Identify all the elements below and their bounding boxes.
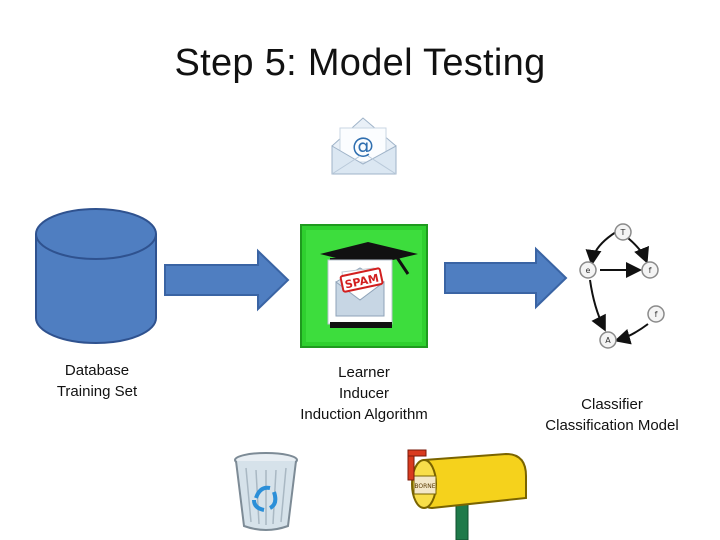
learner-icon: SPAM [300, 224, 428, 348]
graph-node-label: f [649, 266, 652, 275]
database-icon [35, 208, 157, 344]
classifier-graph-icon: T e f f A [579, 223, 665, 349]
classifier-label: Classifier Classification Model [522, 394, 702, 436]
database-label: Database Training Set [30, 360, 164, 402]
slide-title: Step 5: Model Testing [174, 42, 546, 84]
learner-label: Learner Inducer Induction Algorithm [272, 362, 456, 425]
graph-node-label: T [620, 228, 626, 237]
database-label-line: Database [64, 362, 130, 379]
learner-label-line: Inducer [338, 385, 390, 402]
mailbox-icon: BORNE [407, 449, 527, 540]
svg-text:@: @ [352, 134, 374, 159]
mailbox-tag-text: BORNE [414, 483, 435, 490]
arrow-learner-to-classifier [444, 246, 568, 310]
database-top [35, 208, 157, 260]
learner-label-line: Induction Algorithm [300, 406, 428, 423]
recycle-bin-icon [234, 452, 298, 531]
email-icon: @ [331, 117, 397, 175]
arrow-database-to-learner [164, 248, 290, 312]
classifier-label-line: Classifier [581, 396, 643, 413]
classifier-label-line: Classification Model [545, 417, 679, 434]
graph-node-label: e [586, 266, 591, 275]
learner-label-line: Learner [338, 364, 390, 381]
database-label-line: Training Set [56, 383, 138, 400]
graph-node-label: f [655, 310, 658, 319]
database-body [35, 234, 157, 344]
graph-node-label: A [605, 336, 611, 345]
